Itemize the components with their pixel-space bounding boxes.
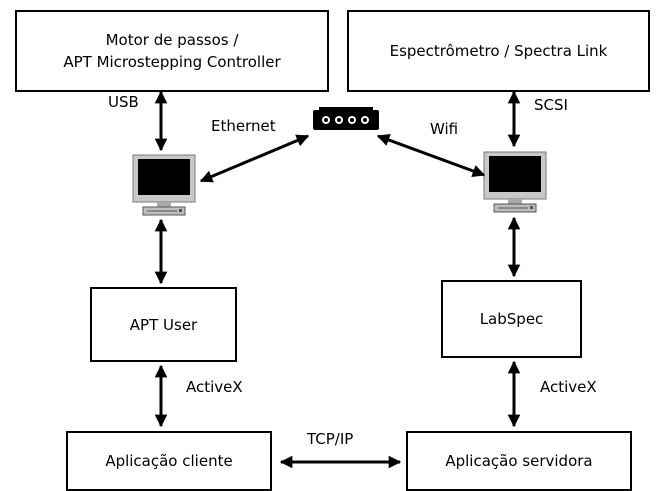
activex-right-label: ActiveX	[540, 378, 597, 396]
server-app-box: Aplicação servidora	[406, 431, 632, 491]
client-app-label: Aplicação cliente	[105, 452, 233, 470]
wifi-arrow	[376, 134, 486, 177]
motor-controller-box: Motor de passos / APT Microstepping Cont…	[15, 10, 329, 92]
labspec-label: LabSpec	[479, 310, 544, 328]
spectrometer-label: Espectrômetro / Spectra Link	[389, 42, 608, 60]
labspec-box: LabSpec	[441, 280, 582, 358]
scsi-label: SCSI	[534, 96, 568, 114]
tcpip-label: TCP/IP	[307, 430, 354, 448]
apt-user-label: APT User	[129, 315, 198, 334]
ethernet-arrow	[199, 134, 310, 183]
router-icon	[313, 107, 379, 130]
spectrometer-box: Espectrômetro / Spectra Link	[347, 10, 650, 92]
usb-label: USB	[108, 93, 139, 111]
wifi-label: Wifi	[430, 120, 459, 138]
right-computer-icon	[483, 151, 547, 213]
left-computer-icon	[132, 154, 196, 216]
ethernet-label: Ethernet	[211, 117, 276, 135]
motor-controller-line2: APT Microstepping Controller	[63, 53, 281, 71]
apt-user-box: APT User	[90, 287, 237, 362]
server-app-label: Aplicação servidora	[445, 452, 593, 470]
activex-left-label: ActiveX	[186, 378, 243, 396]
motor-controller-line1: Motor de passos /	[105, 31, 239, 49]
client-app-box: Aplicação cliente	[66, 431, 272, 491]
